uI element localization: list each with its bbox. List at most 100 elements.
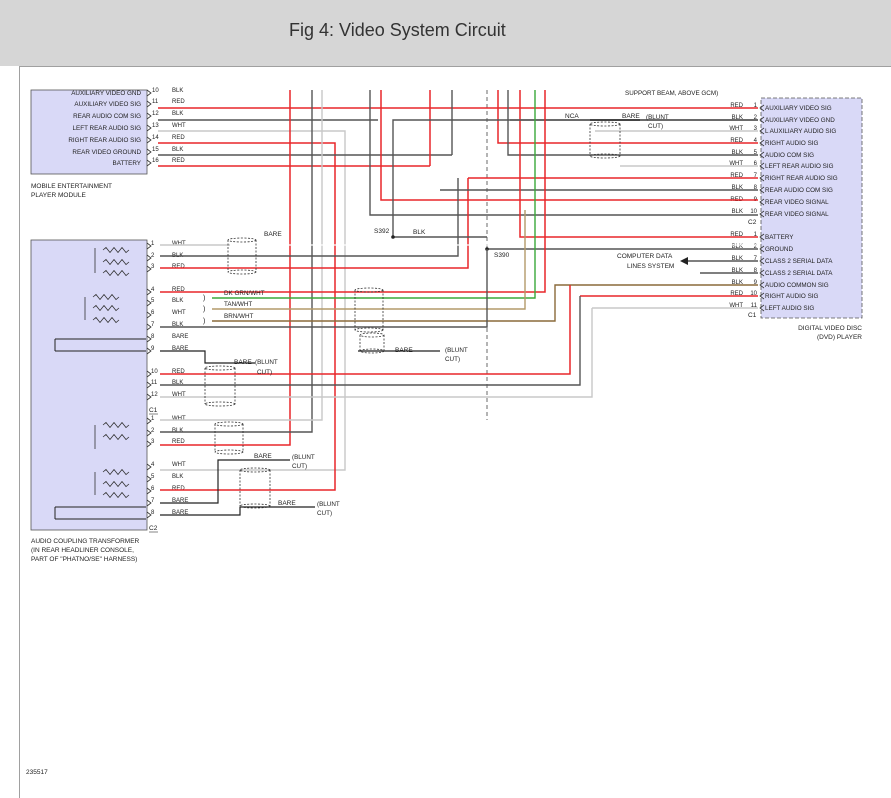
cut-label-c2-b: CUT) [317,510,332,517]
wire-tag-tan-wht: TAN/WHT [224,301,252,308]
transformer-name: PART OF "PHATNO/SE" HARNESS) [31,556,137,563]
dvd-c1-pin-number: 11 [751,303,758,309]
transformer-c1-pin-number: 6 [151,310,155,316]
mobile-module-name: PLAYER MODULE [31,192,86,199]
dvd-c1-wire-color: BLK [732,256,743,262]
transformer-c2-pin-number: 8 [151,510,155,516]
dvd-c2-pin-number: 6 [754,161,758,167]
dvd-c1-pin-label: RIGHT AUDIO SIG [765,293,819,300]
mobile-wire-color: RED [172,135,185,141]
mobile-wire-color: WHT [172,123,186,129]
transformer-coil-c2e [102,491,130,499]
transformer-c2-pin-number: 1 [151,416,155,422]
mobile-pin-number: 13 [152,123,159,129]
mobile-wire-color: BLK [172,111,183,117]
transformer-c2-label: C2 [149,525,158,532]
wire-vert-blk-312 [160,90,313,433]
blunt-label-c2-a: (BLUNT [292,454,315,461]
dvd-c1-label: C1 [748,312,757,319]
wire-tag-bracket-0: ) [203,295,205,302]
dvd-c2-pin-label: REAR VIDEO SIGNAL [765,199,829,206]
dvd-c2-pin-number: 8 [754,185,758,191]
transformer-c2-arrow [146,463,152,471]
transformer-box [30,239,148,531]
mobile-pin-arrow [146,100,152,108]
dvd-c1-pin-label: CLASS 2 SERIAL DATA [765,270,833,277]
dvd-c2-wire-color: WHT [729,161,743,167]
dvd-c1-wire-color: BLK [732,268,743,274]
dvd-c2-pin-number: 5 [754,150,758,156]
dvd-c2-arrow [759,139,765,147]
wire-right-audio-dvd [497,90,758,144]
dvd-c2-wire-color: BLK [732,209,743,215]
transformer-c1-pin-number: 2 [151,253,155,259]
transformer-coil-mid1 [92,293,120,301]
transformer-c1-wire-color: WHT [172,392,186,398]
dvd-c1-pin-label: LEFT AUDIO SIG [765,305,814,312]
figure-title: Fig 4: Video System Circuit [289,20,506,40]
dvd-c2-wire-color: RED [730,138,743,144]
blunt-label-drain: (BLUNT [445,347,468,354]
computer-data-label-1: COMPUTER DATA [617,253,673,260]
computer-data-label-2: LINES SYSTEM [627,263,674,270]
transformer-c1-pin-number: 7 [151,322,155,328]
dvd-c2-arrow [759,210,765,218]
dvd-c2-label: C2 [748,219,757,226]
wire-vert-red-290 [160,90,291,446]
bare-label-c1-b: BARE [234,359,252,366]
dvd-c1-pin-label: GROUND [765,246,793,253]
dvd-c1-arrow [759,281,765,289]
dvd-c2-arrow [759,174,765,182]
transformer-c2-wire-color: WHT [172,462,186,468]
transformer-c1-pin-number: 3 [151,264,155,270]
dvd-c2-arrow [759,116,765,124]
bare-label-drain: BARE [395,347,413,354]
mobile-pin-number: 14 [152,135,159,141]
transformer-c1-arrow [146,347,152,355]
shield-c1-a-bottom [227,269,257,275]
transformer-c1-arrow [146,254,152,262]
wire-tr-c1-2 [160,178,459,257]
transformer-c1-wire-color: BLK [172,380,183,386]
diagram-id: 235517 [26,769,48,776]
mobile-pin-label: AUXILIARY VIDEO SIG [74,101,141,108]
transformer-c2-arrow [146,499,152,507]
mobile-pin-arrow [146,112,152,120]
wire-brn-wht [212,284,758,322]
bare-label-top: BARE [622,113,640,120]
mobile-pin-arrow [146,89,152,97]
transformer-c1-pin-number: 8 [151,334,155,340]
dvd-c2-arrow [759,198,765,206]
wire-tr-c1-12 [160,308,593,398]
mobile-module-name: MOBILE ENTERTAINMENT [31,183,112,190]
cut-label-c1-b: CUT) [257,369,272,376]
blunt-label-top: (BLUNT [646,114,669,121]
transformer-c2-arrow [146,487,152,495]
dvd-player-name: DIGITAL VIDEO DISC [798,325,862,332]
blunt-label-c2-b: (BLUNT [317,501,340,508]
transformer-c2-wire-color: RED [172,486,185,492]
mobile-wire-color: BLK [172,147,183,153]
top-partial-label: SUPPORT BEAM, ABOVE GCM) [625,90,718,97]
transformer-coil-top1 [102,246,130,254]
dvd-c1-pin-number: 10 [750,291,757,297]
dvd-c2-pin-label: AUXILIARY VIDEO GND [765,117,835,124]
wire-vert-wht-322 [160,90,323,421]
shield-c2-a-bottom [214,449,244,455]
mobile-pin-number: 12 [152,111,159,117]
wire-tr-c1-7 [160,249,488,328]
cut-label-top: CUT) [648,123,663,130]
transformer-c1-arrow [146,265,152,273]
transformer-c1-wire-color: BARE [172,346,188,352]
blunt-label-c1-b: (BLUNT [255,359,278,366]
shield-c1-b-top [204,365,236,371]
shield-c1-b-bottom [204,401,236,407]
dvd-c1-pin-label: AUDIO COMMON SIG [765,282,829,289]
wire-tag-brn-wht: BRN/WHT [224,313,254,320]
dvd-c2-arrow [759,127,765,135]
dvd-c1-arrow [759,304,765,312]
transformer-c2-arrow [146,417,152,425]
mobile-pin-arrow [146,124,152,132]
wire-rear-video-ret [369,90,758,216]
